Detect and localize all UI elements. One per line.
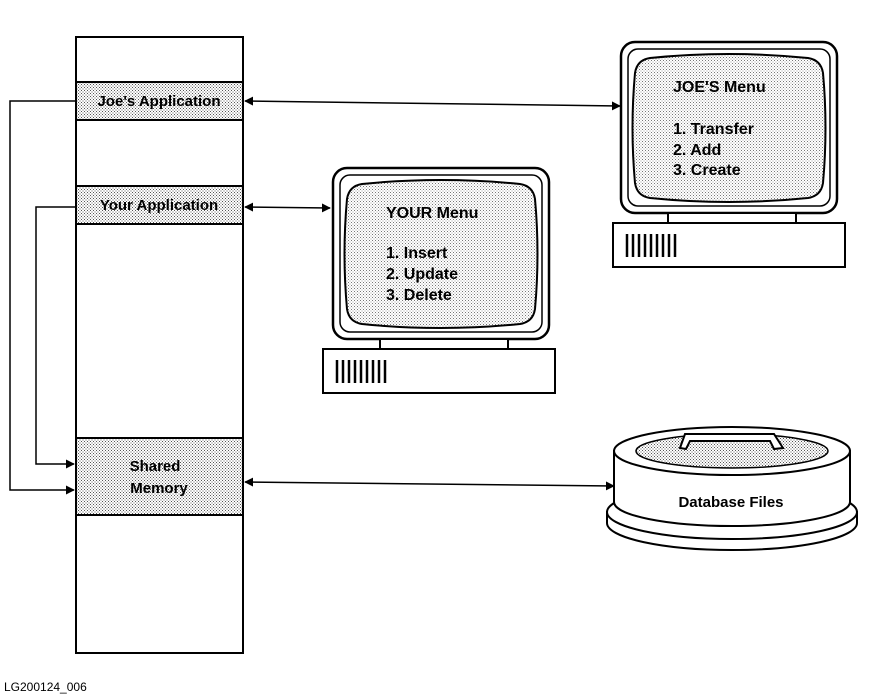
your-app-to-your-terminal-arrow (244, 202, 331, 213)
figure-id: LG200124_006 (4, 680, 87, 694)
your-monitor-screen (343, 179, 539, 329)
joes-menu-title: JOE'S Menu (673, 79, 766, 96)
joes-monitor-neck (667, 212, 797, 224)
joes-to-shared-connector (9, 100, 76, 495)
your-application-segment (75, 185, 244, 225)
your-monitor-neck (379, 338, 509, 350)
joes-app-to-joes-terminal-arrow (244, 96, 621, 111)
your-computer-base (322, 348, 556, 394)
your-menu-item-1: 1. Insert (386, 245, 448, 262)
shared-memory-label-line2: Memory (130, 480, 188, 497)
memory-column: Joe's Application Your Application Share… (75, 36, 244, 654)
memory-column-outline (75, 36, 244, 654)
database-disk-pack: Database Files (606, 426, 858, 551)
joes-menu-item-3: 3. Create (673, 162, 741, 179)
joes-terminal: JOE'S Menu 1. Transfer 2. Add 3. Create (612, 40, 846, 268)
joes-computer-base (612, 222, 846, 268)
database-disk-handle-icon (678, 433, 785, 451)
shared-memory-to-database-arrow (244, 477, 615, 491)
joes-monitor-screen (631, 53, 827, 203)
shared-memory-label-line1: Shared (130, 458, 181, 475)
joes-monitor-inner-bezel (627, 48, 831, 207)
your-menu-item-2: 2. Update (386, 266, 458, 283)
yours-to-shared-connector (35, 206, 76, 469)
your-monitor-inner-bezel (339, 174, 543, 333)
joes-menu-item-2: 2. Add (673, 142, 721, 159)
your-menu-item-3: 3. Delete (386, 287, 452, 304)
left-connectors (9, 100, 76, 495)
joes-menu-item-1: 1. Transfer (673, 121, 754, 138)
database-files-label: Database Files (678, 494, 783, 511)
your-disk-slots-icon (335, 360, 387, 383)
your-terminal: YOUR Menu 1. Insert 2. Update 3. Delete (322, 166, 556, 394)
your-menu-title: YOUR Menu (386, 205, 478, 222)
shared-memory-segment (75, 437, 244, 516)
joes-disk-slots-icon (625, 234, 677, 257)
your-application-label: Your Application (100, 197, 218, 214)
link-arrows (244, 96, 621, 491)
joes-application-label: Joe's Application (97, 93, 220, 110)
